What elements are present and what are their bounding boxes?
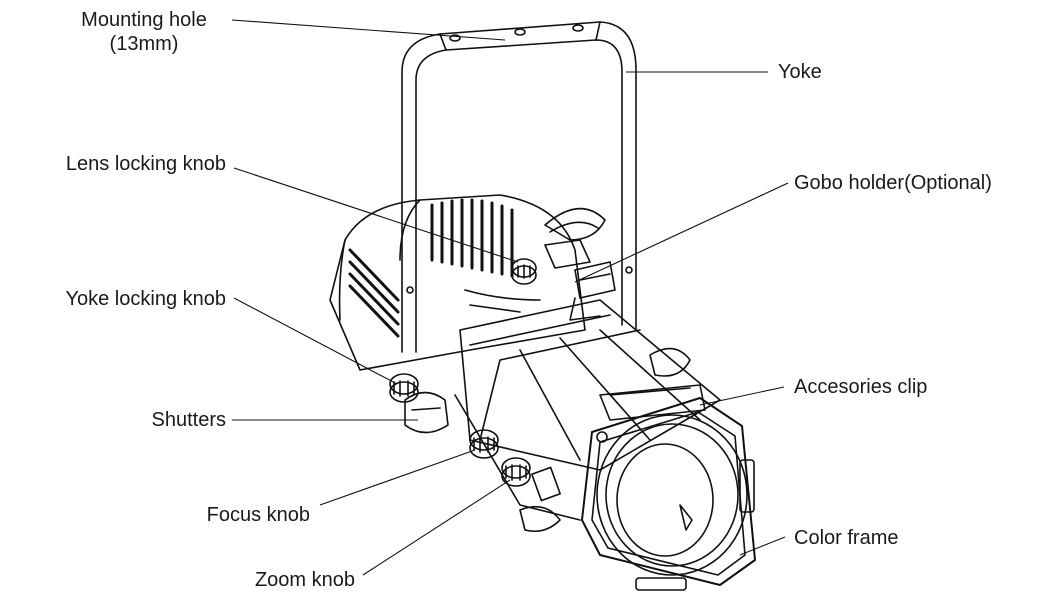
label-focus-knob: Focus knob <box>206 504 310 526</box>
leader-yoke-locking-knob <box>233 297 398 385</box>
shutter-handles-drawing <box>404 207 691 533</box>
label-accessories-clip: Accesories clip <box>794 376 928 398</box>
leader-focus-knob <box>319 449 476 506</box>
label-gobo-holder: Gobo holder(Optional) <box>794 172 992 194</box>
label-lens-locking-knob: Lens locking knob <box>65 153 226 175</box>
yoke-drawing <box>401 21 637 353</box>
label-mounting-hole-size: (13mm) <box>109 33 179 55</box>
label-color-frame: Color frame <box>794 527 899 549</box>
rear-housing-drawing <box>329 194 586 371</box>
color-frame-drawing <box>581 397 756 591</box>
leader-gobo-holder <box>574 182 789 283</box>
gobo-holder-drawing <box>569 261 616 321</box>
leader-zoom-knob <box>362 479 511 576</box>
leader-color-frame <box>739 536 786 556</box>
label-zoom-knob: Zoom knob <box>254 569 355 591</box>
leader-lens-locking-knob <box>233 167 519 263</box>
leader-lines <box>231 19 789 576</box>
label-yoke-locking-knob: Yoke locking knob <box>65 288 227 310</box>
label-mounting-hole-text: Mounting hole <box>81 9 207 31</box>
lens-tube-drawing <box>454 299 721 521</box>
knobs-drawing <box>389 258 537 487</box>
leader-accessories-clip <box>699 386 785 406</box>
label-shutters: Shutters <box>151 409 226 431</box>
leader-mounting-hole <box>231 19 506 41</box>
label-mounting-hole: Mounting hole (13mm) <box>50 8 238 56</box>
label-yoke: Yoke <box>778 61 822 83</box>
